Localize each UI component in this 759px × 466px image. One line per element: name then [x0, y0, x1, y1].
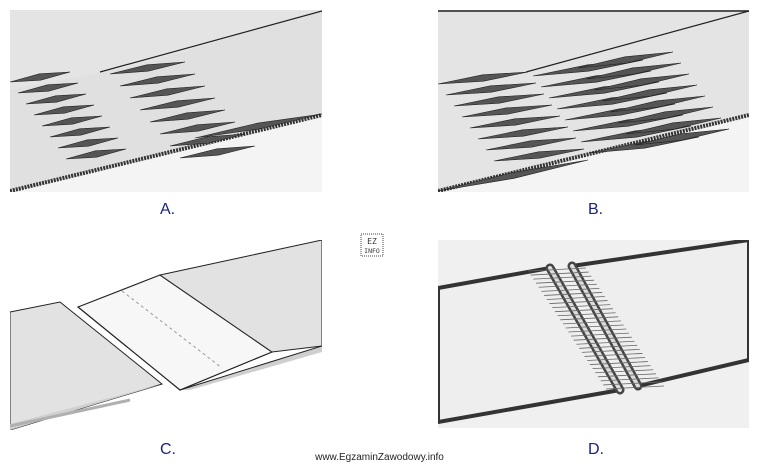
stitch-thread — [546, 296, 605, 300]
slit — [17, 82, 79, 94]
slit — [485, 137, 577, 151]
slit — [33, 104, 95, 116]
slit — [469, 115, 561, 129]
panel-c-image — [10, 240, 322, 430]
panel-a-slits — [10, 61, 322, 160]
stitch-thread — [544, 292, 603, 296]
slit — [477, 126, 569, 140]
stitch-thread — [538, 283, 597, 288]
panel-b-label: B. — [588, 201, 604, 218]
stitch-thread — [584, 353, 643, 357]
stitch-thread — [579, 344, 638, 349]
panel-b-slits — [438, 51, 730, 192]
stitch-thread — [562, 320, 621, 325]
stitch-thread — [565, 324, 624, 329]
slit — [585, 62, 682, 80]
slit — [139, 97, 216, 111]
stitch-thread — [554, 308, 613, 313]
slit — [10, 71, 71, 83]
slit — [25, 93, 87, 105]
slit — [41, 115, 103, 127]
ez-info-logo: EZ INFO — [360, 233, 384, 257]
panel-a-image — [10, 10, 322, 192]
slit — [438, 71, 529, 85]
panel-c-drawing — [10, 240, 322, 430]
slit — [169, 133, 246, 147]
slit — [65, 148, 127, 160]
slit — [445, 82, 537, 96]
slit — [149, 109, 226, 123]
stitch-thread — [568, 328, 627, 333]
slit — [493, 148, 585, 162]
slit — [609, 95, 706, 113]
slit — [461, 104, 553, 118]
stitch-thread — [541, 287, 600, 292]
slit — [194, 113, 322, 139]
stitch-thread — [573, 336, 632, 341]
slit — [179, 145, 256, 159]
stitch-thread — [536, 279, 595, 284]
stitch-thread — [557, 312, 616, 317]
panel-d-label: D. — [588, 441, 604, 458]
slit — [577, 51, 674, 69]
panel-d-drawing — [438, 240, 749, 428]
svg-text:INFO: INFO — [364, 247, 380, 255]
stitch-thread — [530, 271, 589, 276]
slit — [617, 106, 714, 124]
panel-b-image — [438, 10, 749, 192]
slit — [593, 73, 690, 91]
stitch-thread — [552, 304, 611, 309]
stitch-thread — [592, 365, 651, 370]
stitch-thread — [527, 267, 587, 272]
stitch-thread — [600, 377, 659, 382]
slit — [57, 137, 119, 149]
panel-d-stitches — [527, 267, 665, 390]
slit — [625, 117, 722, 135]
stitch-thread — [603, 381, 662, 386]
slit — [453, 93, 545, 107]
stitch-thread — [597, 373, 656, 378]
stitch-thread — [571, 332, 630, 337]
stitch-thread — [560, 316, 619, 321]
slit — [438, 159, 589, 192]
svg-text:EZ: EZ — [367, 237, 377, 246]
stitch-thread — [595, 369, 654, 374]
panel-b-drawing — [438, 10, 749, 192]
slit — [601, 84, 698, 102]
panel-d-image — [438, 240, 749, 428]
stitch-thread — [605, 385, 665, 390]
slit — [109, 61, 186, 75]
stitch-thread — [589, 361, 648, 365]
stitch-thread — [533, 275, 592, 280]
stitch-thread — [576, 340, 635, 345]
ez-info-logo-mark: EZ INFO — [360, 233, 384, 257]
slit — [633, 128, 730, 146]
panel-c-label: C. — [160, 441, 176, 458]
slit — [49, 126, 111, 138]
stitch-thread — [549, 300, 608, 304]
stitch-thread — [587, 357, 646, 361]
slit — [129, 85, 206, 99]
slit — [159, 121, 236, 135]
footer-url: www.EgzaminZawodowy.info — [315, 452, 444, 463]
stitch-thread — [581, 348, 640, 353]
slit — [119, 73, 196, 87]
panel-a-drawing — [10, 10, 322, 192]
panel-a-label: A. — [160, 201, 176, 218]
